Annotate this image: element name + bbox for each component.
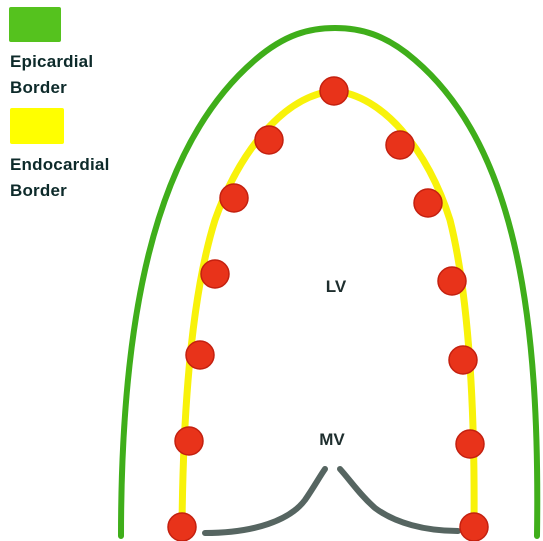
marker-left-2 (220, 184, 248, 212)
marker-right-3 (438, 267, 466, 295)
marker-left-1 (255, 126, 283, 154)
endocardial-border (182, 91, 474, 527)
marker-right-6 (460, 513, 488, 541)
mitral-valve-left-leaflet (205, 469, 325, 533)
marker-right-2 (414, 189, 442, 217)
marker-apex (320, 77, 348, 105)
marker-right-5 (456, 430, 484, 458)
marker-left-6 (168, 513, 196, 541)
endocardial-markers (168, 77, 488, 541)
marker-left-3 (201, 260, 229, 288)
mv-label: MV (319, 430, 345, 449)
marker-left-5 (175, 427, 203, 455)
marker-left-4 (186, 341, 214, 369)
mitral-valve-right-leaflet (340, 469, 458, 531)
lv-label: LV (326, 277, 347, 296)
marker-right-4 (449, 346, 477, 374)
marker-right-1 (386, 131, 414, 159)
